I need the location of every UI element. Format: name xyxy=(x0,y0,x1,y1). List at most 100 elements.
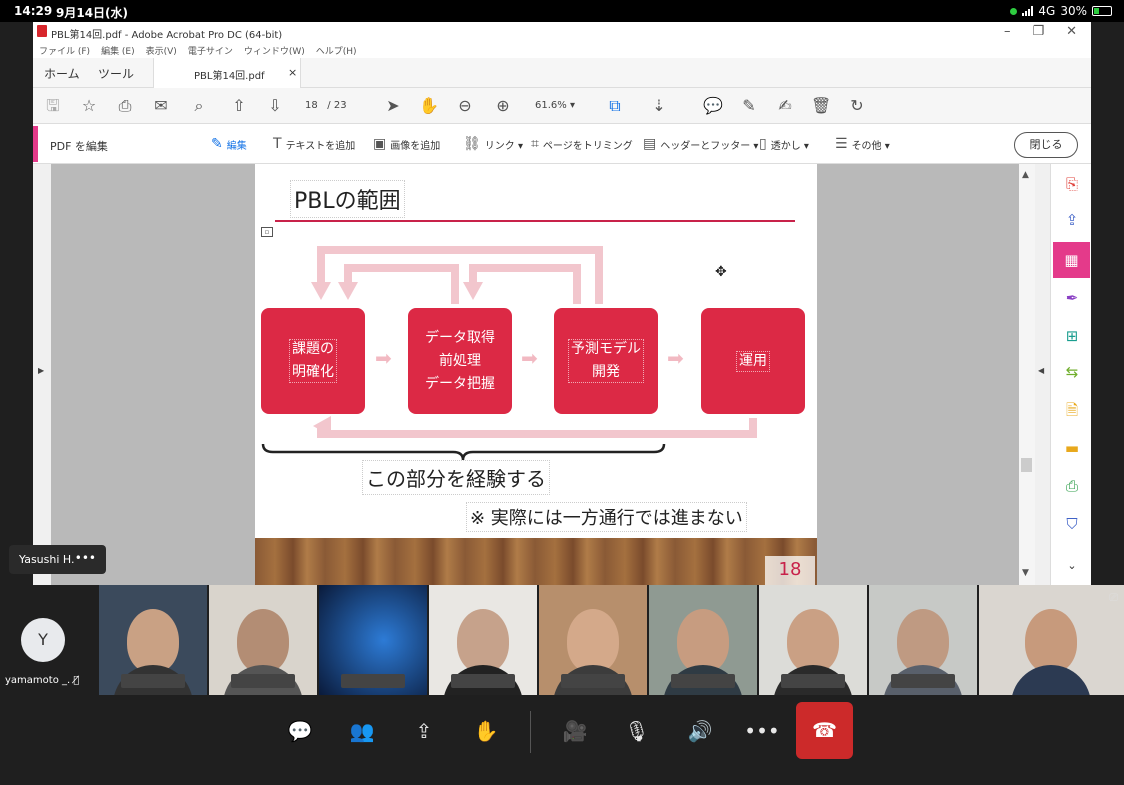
menu-window[interactable]: ウィンドウ(W) xyxy=(243,46,305,57)
box3-line1: 予測モデル xyxy=(571,341,641,357)
brace-label[interactable]: この部分を経験する xyxy=(362,460,550,495)
fill-sign-icon[interactable]: ✒ xyxy=(1065,289,1079,307)
save-icon[interactable]: 🖫 xyxy=(46,96,60,115)
restore-icon[interactable]: ❐ xyxy=(1032,24,1045,39)
self-participant-tile[interactable]: Y yamamoto _. 🎙̸ xyxy=(0,585,97,695)
image-placeholder-icon[interactable]: ▫ xyxy=(261,227,273,237)
participant-video-tile[interactable] xyxy=(649,585,757,695)
participant-video-tile[interactable] xyxy=(869,585,977,695)
more-options-icon[interactable]: ••• xyxy=(744,719,780,743)
zoom-in-icon[interactable]: ⊕ xyxy=(496,96,510,115)
tab-document[interactable]: PBL第14回.pdf × xyxy=(153,58,301,88)
highlight-pen-icon[interactable]: ✎ xyxy=(742,96,756,115)
comment-icon[interactable]: 💬 xyxy=(703,96,723,115)
prev-page-icon[interactable]: ⇧ xyxy=(232,96,246,115)
participant-video-tile[interactable] xyxy=(99,585,207,695)
search-icon[interactable]: ⌕ xyxy=(194,96,204,115)
next-page-icon[interactable]: ⇩ xyxy=(268,96,282,115)
tab-home[interactable]: ホーム xyxy=(44,67,80,81)
scroll-thumb[interactable] xyxy=(1021,458,1032,472)
camera-switch-icon[interactable]: ⎚ xyxy=(1109,591,1118,604)
share-screen-icon[interactable]: ⇪ xyxy=(415,719,433,743)
tab-tools[interactable]: ツール xyxy=(98,67,135,81)
participant-video-tile[interactable] xyxy=(539,585,647,695)
expand-right-icon: ▶ xyxy=(38,366,45,375)
edit-tool-label: 編集 xyxy=(226,140,247,152)
participant-video-tile[interactable] xyxy=(209,585,317,695)
participant-video-tile[interactable] xyxy=(429,585,537,695)
header-footer-button[interactable]: ▤ヘッダーとフッター ▾ xyxy=(643,136,758,152)
chat-icon[interactable]: 💬 xyxy=(287,719,313,743)
participant-video-tile[interactable]: ⎚ xyxy=(979,585,1124,695)
zoom-level[interactable]: 61.6% ▾ xyxy=(535,100,575,111)
shield-icon[interactable]: ⛉ xyxy=(1066,515,1078,533)
scroll-mode-icon[interactable]: ⇣ xyxy=(652,96,666,115)
organize-pages-icon[interactable]: ⊞ xyxy=(1065,327,1079,345)
add-image-button[interactable]: ▣画像を追加 xyxy=(373,136,440,152)
edit-pdf-icon[interactable]: ▦ xyxy=(1053,242,1090,278)
participants-icon[interactable]: 👥 xyxy=(349,719,375,743)
sign-icon[interactable]: ✍ xyxy=(778,96,792,115)
menu-help[interactable]: ヘルプ(H) xyxy=(315,46,357,57)
edit-mode-label: PDF を編集 xyxy=(50,140,108,153)
right-panel-toggle[interactable]: ◀ xyxy=(1035,164,1050,585)
scroll-up-icon[interactable]: ▲ xyxy=(1022,170,1029,180)
process-box-operation[interactable]: 運用 xyxy=(701,308,805,414)
slide-title[interactable]: PBLの範囲 xyxy=(290,180,405,218)
page-indicator[interactable]: 18 / 23 xyxy=(305,100,347,111)
speaker-icon[interactable]: 🔊 xyxy=(687,719,713,743)
pdf-page[interactable]: PBLの範囲 ▫ 課題の xyxy=(255,164,817,585)
rotate-icon[interactable]: ↻ xyxy=(850,96,864,115)
left-panel-toggle[interactable]: ▶ xyxy=(33,164,51,585)
menu-esign[interactable]: 電子サイン xyxy=(187,46,233,57)
more-options-icon[interactable]: ••• xyxy=(74,551,96,565)
hang-up-button[interactable]: ☎ xyxy=(796,702,853,759)
raise-hand-icon[interactable]: ✋ xyxy=(473,719,499,743)
close-tab-icon[interactable]: × xyxy=(288,66,298,79)
more-button[interactable]: ☰その他 ▾ xyxy=(835,136,890,152)
print-production-icon[interactable]: ⎙ xyxy=(1065,477,1078,495)
process-box-problem-definition[interactable]: 課題の 明確化 xyxy=(261,308,365,414)
page-current[interactable]: 18 xyxy=(305,100,318,111)
fit-page-icon[interactable]: ⧉ xyxy=(609,96,621,115)
menu-file[interactable]: ファイル (F) xyxy=(39,46,91,57)
slide-note[interactable]: ※ 実際には一方通行では進まない xyxy=(466,502,747,532)
close-window-icon[interactable]: ✕ xyxy=(1066,24,1077,39)
status-indicators: 4G 30% xyxy=(1010,4,1112,18)
mail-icon[interactable]: ✉ xyxy=(154,96,168,115)
hand-tool-icon[interactable]: ✋ xyxy=(419,96,439,115)
menu-edit[interactable]: 編集 (E) xyxy=(101,46,135,57)
print-icon[interactable]: ⎙ xyxy=(118,96,132,115)
select-cursor-icon[interactable]: ➤ xyxy=(386,96,400,115)
bookmark-star-icon[interactable]: ☆ xyxy=(81,96,97,115)
microphone-icon[interactable]: 🎙 xyxy=(624,719,650,743)
more-tools-chevron-icon[interactable]: ⌄ xyxy=(1067,559,1077,572)
comment-panel-icon[interactable]: ▬ xyxy=(1064,439,1080,457)
link-button[interactable]: ⛓リンク ▾ xyxy=(463,136,523,152)
speaker-name-badge[interactable]: Yasushi H. ••• xyxy=(9,545,106,574)
vertical-scrollbar[interactable]: ▲ ▼ xyxy=(1019,164,1035,585)
self-name-text: yamamoto _. xyxy=(5,675,71,686)
process-box-model-development[interactable]: 予測モデル 開発 xyxy=(554,308,658,414)
crop-page-button[interactable]: ⌗ページをトリミング xyxy=(531,136,633,152)
video-camera-icon[interactable]: 🎥 xyxy=(562,719,588,743)
process-box-data[interactable]: データ取得 前処理 データ把握 xyxy=(408,308,512,414)
participant-face xyxy=(237,609,289,673)
create-pdf-icon[interactable]: ⎘ xyxy=(1065,175,1078,193)
watermark-button[interactable]: ▯透かし ▾ xyxy=(759,136,809,152)
zoom-out-icon[interactable]: ⊖ xyxy=(458,96,472,115)
tab-document-label: PBL第14回.pdf xyxy=(194,71,265,82)
edit-tool-button[interactable]: ✎編集 xyxy=(211,136,247,152)
close-edit-button[interactable]: 閉じる xyxy=(1014,132,1078,158)
compare-icon[interactable]: ⇆ xyxy=(1065,363,1079,381)
participant-face xyxy=(677,609,729,673)
participant-video-tile[interactable] xyxy=(319,585,427,695)
menu-view[interactable]: 表示(V) xyxy=(145,46,177,57)
delete-icon[interactable]: 🗑 xyxy=(811,96,832,115)
scroll-down-icon[interactable]: ▼ xyxy=(1022,568,1029,578)
export-pdf-icon[interactable]: ⇪ xyxy=(1065,211,1079,229)
protect-doc-icon[interactable]: 🗎 xyxy=(1065,401,1079,419)
participant-video-tile[interactable] xyxy=(759,585,867,695)
minimize-icon[interactable]: – xyxy=(1003,24,1011,39)
